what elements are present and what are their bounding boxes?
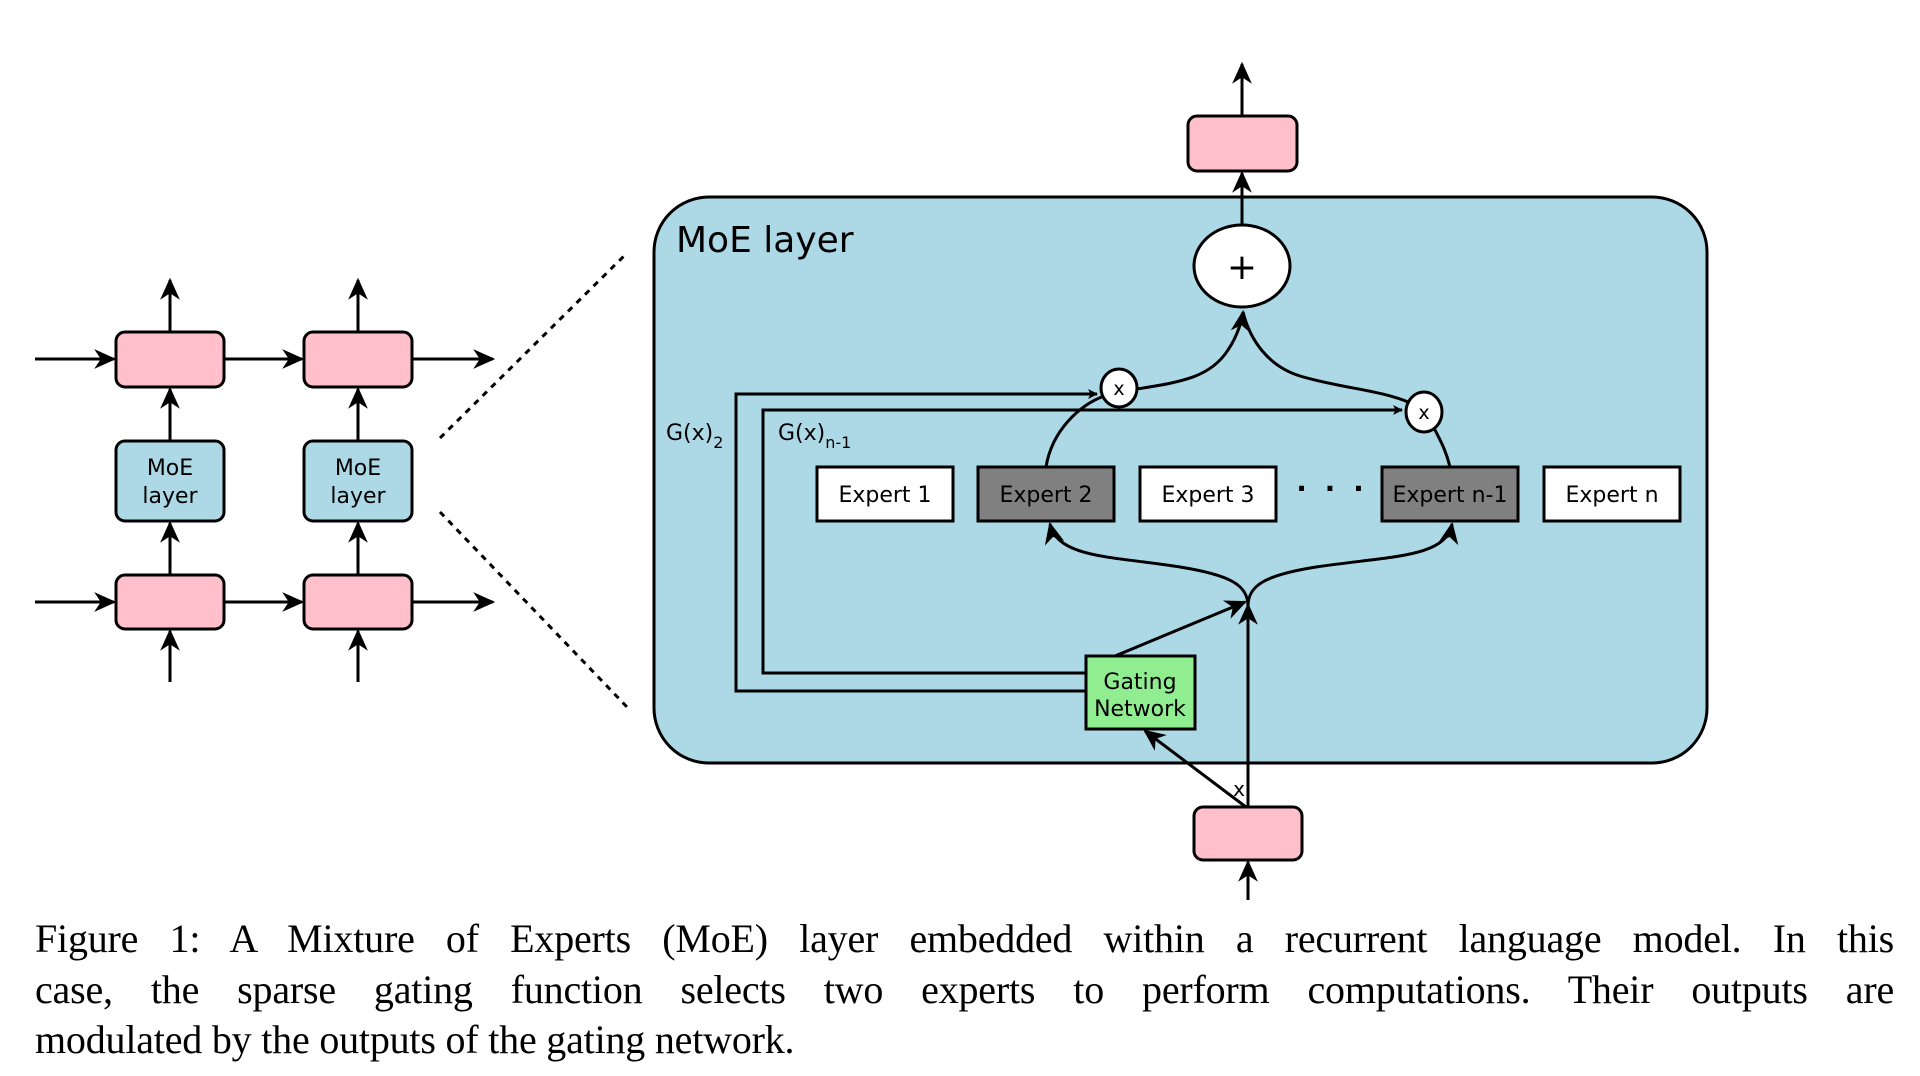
expert-1: Expert 1	[815, 465, 955, 523]
gating-to-dispatch	[1114, 600, 1248, 658]
expert-box-selected	[976, 465, 1116, 523]
expert-box	[1138, 465, 1278, 523]
expertn1-to-multiplier	[1432, 427, 1452, 468]
expert2-to-multiplier	[1044, 394, 1105, 468]
expert-label: Expert 3	[1161, 483, 1254, 508]
caption-line: case, the sparse gating function selects…	[35, 966, 1894, 1012]
recurrent-cell	[302, 330, 414, 389]
moe-figure: MoE layer MoE layer MoE layer + x x G(x)…	[35, 61, 1709, 900]
moe-layer-block	[114, 439, 226, 523]
gate-label-2: G(x)2	[666, 421, 723, 452]
multiplier2-to-sum	[1241, 311, 1409, 404]
moe-block-label: MoE	[335, 456, 381, 481]
moe-layer-title: MoE layer	[676, 220, 854, 261]
expert-label: Expert n	[1565, 483, 1658, 508]
gating-network	[1084, 654, 1197, 731]
input-to-gating	[1143, 729, 1247, 809]
recurrent-cell	[114, 573, 226, 631]
expert-2: Expert 2	[976, 465, 1116, 523]
sum-node	[1192, 223, 1292, 309]
zoom-indicator-line-upper	[438, 251, 629, 440]
expert-4: Expert n-1	[1380, 465, 1520, 523]
expert-box	[815, 465, 955, 523]
expert-label: Expert n-1	[1393, 483, 1508, 508]
input-cell	[1192, 805, 1304, 862]
expert-box-selected	[1380, 465, 1520, 523]
moe-block-label: layer	[330, 484, 386, 509]
multiplier1-to-sum	[1136, 309, 1251, 391]
multiply-symbol: x	[1418, 402, 1429, 424]
zoom-indicator-line-lower	[438, 510, 629, 709]
multiply-symbol: x	[1113, 378, 1124, 400]
gating-network-label: Gating	[1103, 670, 1176, 695]
expert-5: Expert n	[1542, 465, 1682, 523]
expert-label: Expert 2	[999, 483, 1092, 508]
recurrent-model-diagram	[35, 277, 496, 682]
experts-ellipsis: · · ·	[1296, 472, 1367, 505]
recurrent-cell	[114, 330, 226, 389]
expert-box	[1542, 465, 1682, 523]
gating-network-label: Network	[1094, 697, 1186, 722]
figure-caption: Figure 1: A Mixture of Experts (MoE) lay…	[35, 914, 1894, 1066]
recurrent-cell	[302, 573, 414, 631]
input-label: x	[1233, 777, 1245, 801]
dispatch-to-expert2	[1044, 521, 1250, 607]
multiply-node	[1099, 367, 1139, 409]
caption-line: Figure 1: A Mixture of Experts (MoE) lay…	[35, 916, 1894, 961]
moe-layer-block	[302, 439, 414, 523]
dispatch-to-expertn1	[1246, 521, 1459, 607]
expert-label: Expert 1	[838, 483, 931, 508]
multiply-node	[1404, 390, 1444, 434]
sum-symbol: +	[1227, 247, 1257, 288]
caption-line: modulated by the outputs of the gating n…	[35, 1017, 795, 1062]
output-cell	[1186, 114, 1299, 173]
moe-block-label: MoE	[147, 456, 193, 481]
expert-3: Expert 3	[1138, 465, 1278, 523]
experts-row: Expert 1 Expert 2 Expert 3 Expert n-1 Expert…	[815, 465, 1682, 523]
gate-signal-line-n-1	[761, 405, 1403, 675]
moe-block-label: layer	[142, 484, 198, 509]
gate-label-n-1: G(x)n-1	[778, 421, 851, 452]
gate-signal-line-2	[734, 389, 1098, 693]
